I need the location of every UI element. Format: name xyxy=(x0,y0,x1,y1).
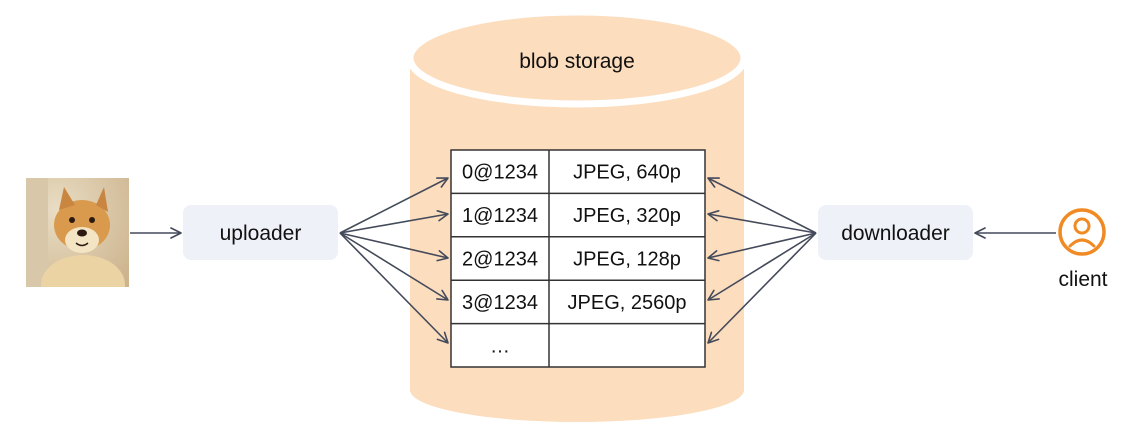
downloader-node: downloader xyxy=(818,205,973,260)
cell-key: 0@1234 xyxy=(462,162,538,184)
downloader-to-row-arrow xyxy=(707,232,817,262)
table-row: … xyxy=(451,322,705,357)
table-background xyxy=(451,150,705,367)
cell-format: JPEG, 128p xyxy=(573,249,681,271)
arrows xyxy=(130,177,1056,344)
storage-title: blob storage xyxy=(519,50,635,73)
table-border xyxy=(450,149,706,368)
downloader-to-row-arrow xyxy=(707,177,817,234)
cell-format: JPEG, 2560p xyxy=(568,292,687,314)
cell-key: 3@1234 xyxy=(462,292,538,314)
downloader-to-row-arrow xyxy=(707,210,817,234)
uploader-to-row-arrow xyxy=(339,232,449,301)
uploader-to-row-arrow xyxy=(339,232,449,262)
uploader-node: uploader xyxy=(183,205,338,260)
downloader-label: downloader xyxy=(841,222,950,245)
cell-key: 1@1234 xyxy=(462,205,538,227)
cylinder-top xyxy=(406,8,748,108)
dog-photo xyxy=(26,178,129,287)
cell-format: JPEG, 320p xyxy=(573,205,681,227)
downloader-box xyxy=(818,205,973,260)
client-node: client xyxy=(1058,208,1108,291)
downloader-to-row-arrow xyxy=(707,232,817,344)
client-label: client xyxy=(1058,268,1107,291)
uploader-box xyxy=(183,205,338,260)
cell-key: 2@1234 xyxy=(462,249,538,271)
cylinder-bottom xyxy=(410,358,744,422)
uploader-label: uploader xyxy=(220,222,302,245)
uploader-to-row-arrow xyxy=(339,210,449,234)
uploader-to-row-arrow xyxy=(339,232,449,344)
cell-format: JPEG, 640p xyxy=(573,162,681,184)
cell-key: … xyxy=(490,335,510,357)
table-row: 2@1234 JPEG, 128p xyxy=(451,236,705,271)
table-row: 3@1234 JPEG, 2560p xyxy=(451,279,705,314)
user-circle-icon xyxy=(1058,208,1106,256)
downloader-to-row-arrow xyxy=(707,232,817,301)
table-row: 0@1234 JPEG, 640p xyxy=(462,162,681,184)
uploader-to-row-arrow xyxy=(339,177,449,234)
table-row: 1@1234 JPEG, 320p xyxy=(451,192,705,227)
